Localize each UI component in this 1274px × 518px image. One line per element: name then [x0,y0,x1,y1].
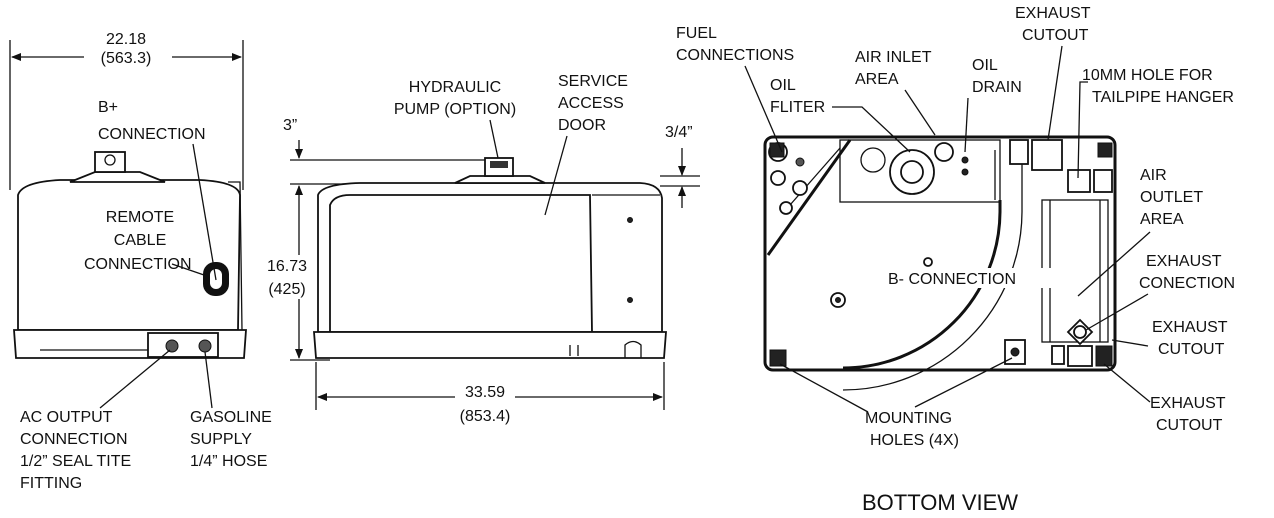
pump-label-1: HYDRAULIC [409,79,501,96]
air-inlet-label-2: AREA [855,71,899,88]
air-inlet-chamber [839,139,1001,203]
front-housing-side [228,181,243,331]
fuel-leader [744,65,783,153]
hole-label-1: 10MM HOLE FOR [1082,67,1213,84]
air-outlet-leader [1077,231,1151,297]
length-in: 33.59 [465,384,505,401]
fuel-connection-2 [770,170,786,186]
diagonal-duct [766,139,852,256]
door-leader [544,135,568,216]
gas-leader [204,351,213,409]
exhaust-con-label-2: CONECTION [1139,275,1235,292]
length-mm: (853.4) [460,408,511,425]
door-label-2: ACCESS [558,95,624,112]
air-outlet-label-2: OUTLET [1140,189,1203,206]
service-access-door [329,194,593,333]
exhaust-top-leader [1047,45,1063,141]
b-plus-leader [192,143,217,281]
side-top-base [454,175,546,184]
gas-label-3: 1/4” HOSE [190,453,267,470]
exhaust-mid-label-1: EXHAUST [1152,319,1228,336]
oil-filter-label-1: OIL [770,77,796,94]
exhaust-con-label-1: EXHAUST [1146,253,1222,270]
oil-drain-label-2: DRAIN [972,79,1022,96]
exhaust-mid-leader [1111,339,1149,347]
height-in: 16.73 [267,258,307,275]
ac-leader [99,349,171,409]
b-minus-stud [923,257,933,267]
ac-label-4: FITTING [20,475,82,492]
exhaust-bot-leader [1103,363,1151,403]
bottom-view: FUEL CONNECTIONS OIL FLITER AIR INLET AR… [676,5,1235,515]
door-label-3: DOOR [558,117,606,134]
front-housing [17,179,241,331]
pump-label-2: PUMP (OPTION) [394,101,516,118]
gas-label-2: SUPPLY [190,431,252,448]
dim-34in: 3/4” [665,124,693,141]
bottom-frame [763,135,1117,372]
gas-label-1: GASOLINE [190,409,272,426]
air-inlet-label-1: AIR INLET [855,49,932,66]
door-label-1: SERVICE [558,73,628,90]
remote-label-3: CONNECTION [84,256,192,273]
mounting-hole-1 [769,349,787,367]
oil-drain-label-1: OIL [972,57,998,74]
oil-filter-label-2: FLITER [770,99,825,116]
ac-label-3: 1/2” SEAL TITE [20,453,131,470]
exhaust-cutout-top [1031,139,1063,171]
oil-drain-leader [964,97,969,153]
exhaust-bot-label-2: CUTOUT [1156,417,1223,434]
front-pump [94,151,126,173]
exhaust-bot-label-1: EXHAUST [1150,395,1226,412]
height-mm: (425) [268,281,305,298]
front-width-mm: (563.3) [101,50,152,67]
side-base [313,331,667,359]
b-minus-label: B- CONNECTION [888,271,1016,288]
b-plus-label-1: B+ [98,99,118,116]
ac-label-1: AC OUTPUT [20,409,113,426]
curved-panel [842,200,1002,370]
air-inlet-leader [904,89,936,136]
ac-label-2: CONNECTION [20,431,128,448]
mounting-label-2: HOLES (4X) [870,432,959,449]
fuel-label-1: FUEL [676,25,717,42]
front-view: 22.18 (563.3) B+ CONNECTION REMOTE CABLE… [9,31,272,492]
fuel-label-2: CONNECTIONS [676,47,794,64]
mounting-hole-3 [769,142,785,158]
exhaust-top-label-2: CUTOUT [1022,27,1089,44]
hole-leader [1077,81,1088,179]
exhaust-cutout-bottom [1067,345,1093,367]
air-outlet-label-3: AREA [1140,211,1184,228]
air-outlet-label-1: AIR [1140,167,1167,184]
mounting-leader-1 [779,363,869,413]
remote-label-1: REMOTE [106,209,174,226]
mounting-leader-2 [914,357,1013,408]
front-width-in: 22.18 [106,31,146,48]
side-view: 16.73 (425) 3” 3/4” 33.59 (853.4) [254,73,700,425]
remote-label-2: CABLE [114,232,166,249]
oil-filter-leader [832,106,911,153]
b-plus-label-2: CONNECTION [98,126,206,143]
oil-drain [961,156,969,164]
bottom-view-title: BOTTOM VIEW [862,490,1018,515]
exhaust-mid-label-2: CUTOUT [1158,341,1225,358]
pump-leader [489,119,499,159]
exhaust-top-label-1: EXHAUST [1015,5,1091,22]
remote-leader [171,263,205,276]
exhaust-con-leader [1085,293,1149,331]
mounting-label-1: MOUNTING [865,410,952,427]
front-top-base [69,171,166,183]
mounting-hole-4 [1097,142,1113,158]
hole-label-2: TAILPIPE HANGER [1092,89,1234,106]
dim-3in: 3” [283,117,297,134]
